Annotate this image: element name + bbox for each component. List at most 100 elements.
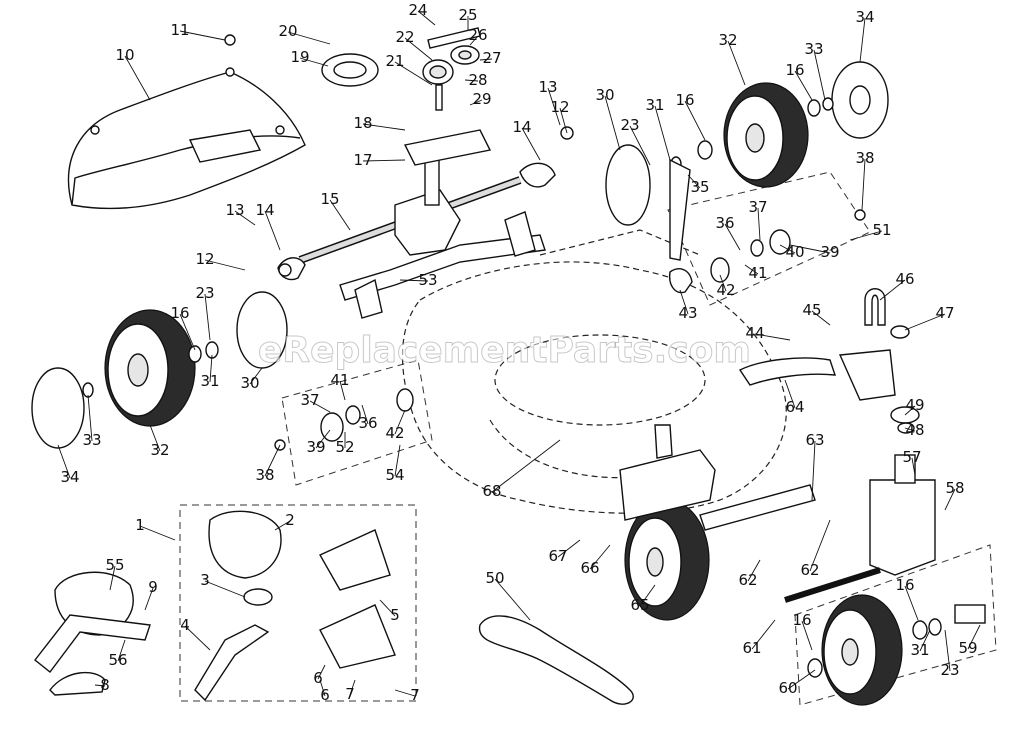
leader-line-20 (287, 31, 331, 45)
leader-line-31 (919, 629, 931, 652)
callout-label-16: 16 (170, 304, 189, 322)
callout-label-57: 57 (902, 448, 921, 466)
leader-line-39 (315, 429, 331, 449)
leader-line-42 (719, 274, 727, 292)
leader-line-6 (317, 664, 326, 680)
bag-parts (34, 510, 396, 702)
leader-line-15 (329, 199, 351, 231)
leader-line-16 (801, 620, 813, 651)
leader-line-22 (404, 37, 433, 61)
leader-line-33 (87, 394, 93, 442)
leader-line-27 (479, 58, 493, 61)
callout-label-19: 19 (290, 48, 309, 66)
leader-line-54 (394, 444, 401, 477)
callout-label-37: 37 (300, 391, 319, 409)
leader-line-44 (754, 333, 791, 341)
callout-label-46: 46 (895, 270, 914, 288)
leader-line-16 (179, 313, 196, 351)
callout-label-16: 16 (792, 611, 811, 629)
leader-line-37 (309, 400, 331, 413)
callout-label-44: 44 (745, 324, 764, 342)
callout-label-8: 8 (100, 676, 110, 694)
callout-label-42: 42 (385, 424, 404, 442)
callout-label-49: 49 (905, 396, 924, 414)
leader-line-46 (879, 279, 906, 301)
leader-line-61 (751, 619, 776, 650)
leader-line-66 (589, 544, 611, 570)
callout-label-25: 25 (458, 6, 477, 24)
hardware (82, 34, 986, 678)
caster-wheel (619, 424, 716, 621)
callout-label-22: 22 (395, 28, 414, 46)
callout-label-36: 36 (358, 414, 377, 432)
callout-label-50: 50 (485, 569, 504, 587)
callout-label-30: 30 (240, 374, 259, 392)
leader-line-2 (274, 520, 291, 531)
leader-line-30 (604, 95, 621, 151)
drive-belt (478, 615, 634, 705)
callout-label-16: 16 (895, 576, 914, 594)
leader-line-41 (339, 380, 346, 401)
leader-line-68 (491, 439, 561, 493)
callout-label-41: 41 (748, 264, 767, 282)
callout-label-1: 1 (135, 516, 145, 534)
callout-label-28: 28 (468, 71, 487, 89)
callout-label-31: 31 (200, 372, 219, 390)
callout-label-20: 20 (278, 22, 297, 40)
leader-line-36 (724, 223, 741, 251)
leader-line-30 (249, 367, 263, 385)
callout-label-11: 11 (170, 21, 189, 39)
callout-label-23: 23 (620, 116, 639, 134)
callout-label-68: 68 (482, 482, 501, 500)
leader-line-35 (687, 174, 701, 189)
leader-line-31 (654, 105, 671, 161)
callout-label-12: 12 (550, 98, 569, 116)
leader-line-21 (394, 61, 433, 86)
leader-line-23 (629, 125, 651, 166)
callout-label-33: 33 (804, 40, 823, 58)
callout-label-42: 42 (716, 281, 735, 299)
leader-line-16 (904, 585, 919, 621)
callout-label-59: 59 (958, 639, 977, 657)
callout-label-2: 2 (285, 511, 295, 529)
callout-label-24: 24 (408, 1, 427, 19)
callout-label-56: 56 (108, 651, 127, 669)
leader-line-29 (469, 99, 483, 106)
callout-label-34: 34 (855, 8, 874, 26)
callout-label-36: 36 (715, 214, 734, 232)
callout-label-55: 55 (105, 556, 124, 574)
callout-label-43: 43 (678, 304, 697, 322)
leader-line-67 (557, 539, 581, 558)
leader-line-7 (349, 679, 356, 696)
leader-line-55 (109, 565, 116, 591)
callout-label-45: 45 (802, 301, 821, 319)
leader-line-13 (547, 87, 561, 126)
leader-line-65 (639, 584, 656, 607)
leader-line-38 (861, 158, 866, 211)
leader-line-40 (779, 244, 796, 254)
leader-line-64 (784, 379, 796, 409)
leader-line-42 (394, 409, 406, 435)
leader-line-23 (944, 629, 951, 672)
callout-label-39: 39 (820, 243, 839, 261)
callout-label-31: 31 (645, 96, 664, 114)
leader-line-17 (362, 159, 406, 162)
leader-line-9 (144, 587, 154, 611)
leader-line-4 (184, 625, 211, 651)
leader-line-14 (264, 210, 281, 251)
leader-line-53 (399, 279, 429, 282)
callout-label-51: 51 (872, 221, 891, 239)
leader-line-7 (394, 689, 416, 697)
callout-label-40: 40 (785, 243, 804, 261)
callout-label-16: 16 (785, 61, 804, 79)
leader-line-62 (747, 559, 761, 582)
callout-label-31: 31 (910, 641, 929, 659)
group-box-wheel-60 (794, 544, 997, 706)
wheel-front-left (31, 309, 196, 449)
leader-line-16 (684, 100, 706, 141)
callout-label-32: 32 (150, 441, 169, 459)
callout-label-32: 32 (718, 31, 737, 49)
callout-label-48: 48 (905, 421, 924, 439)
